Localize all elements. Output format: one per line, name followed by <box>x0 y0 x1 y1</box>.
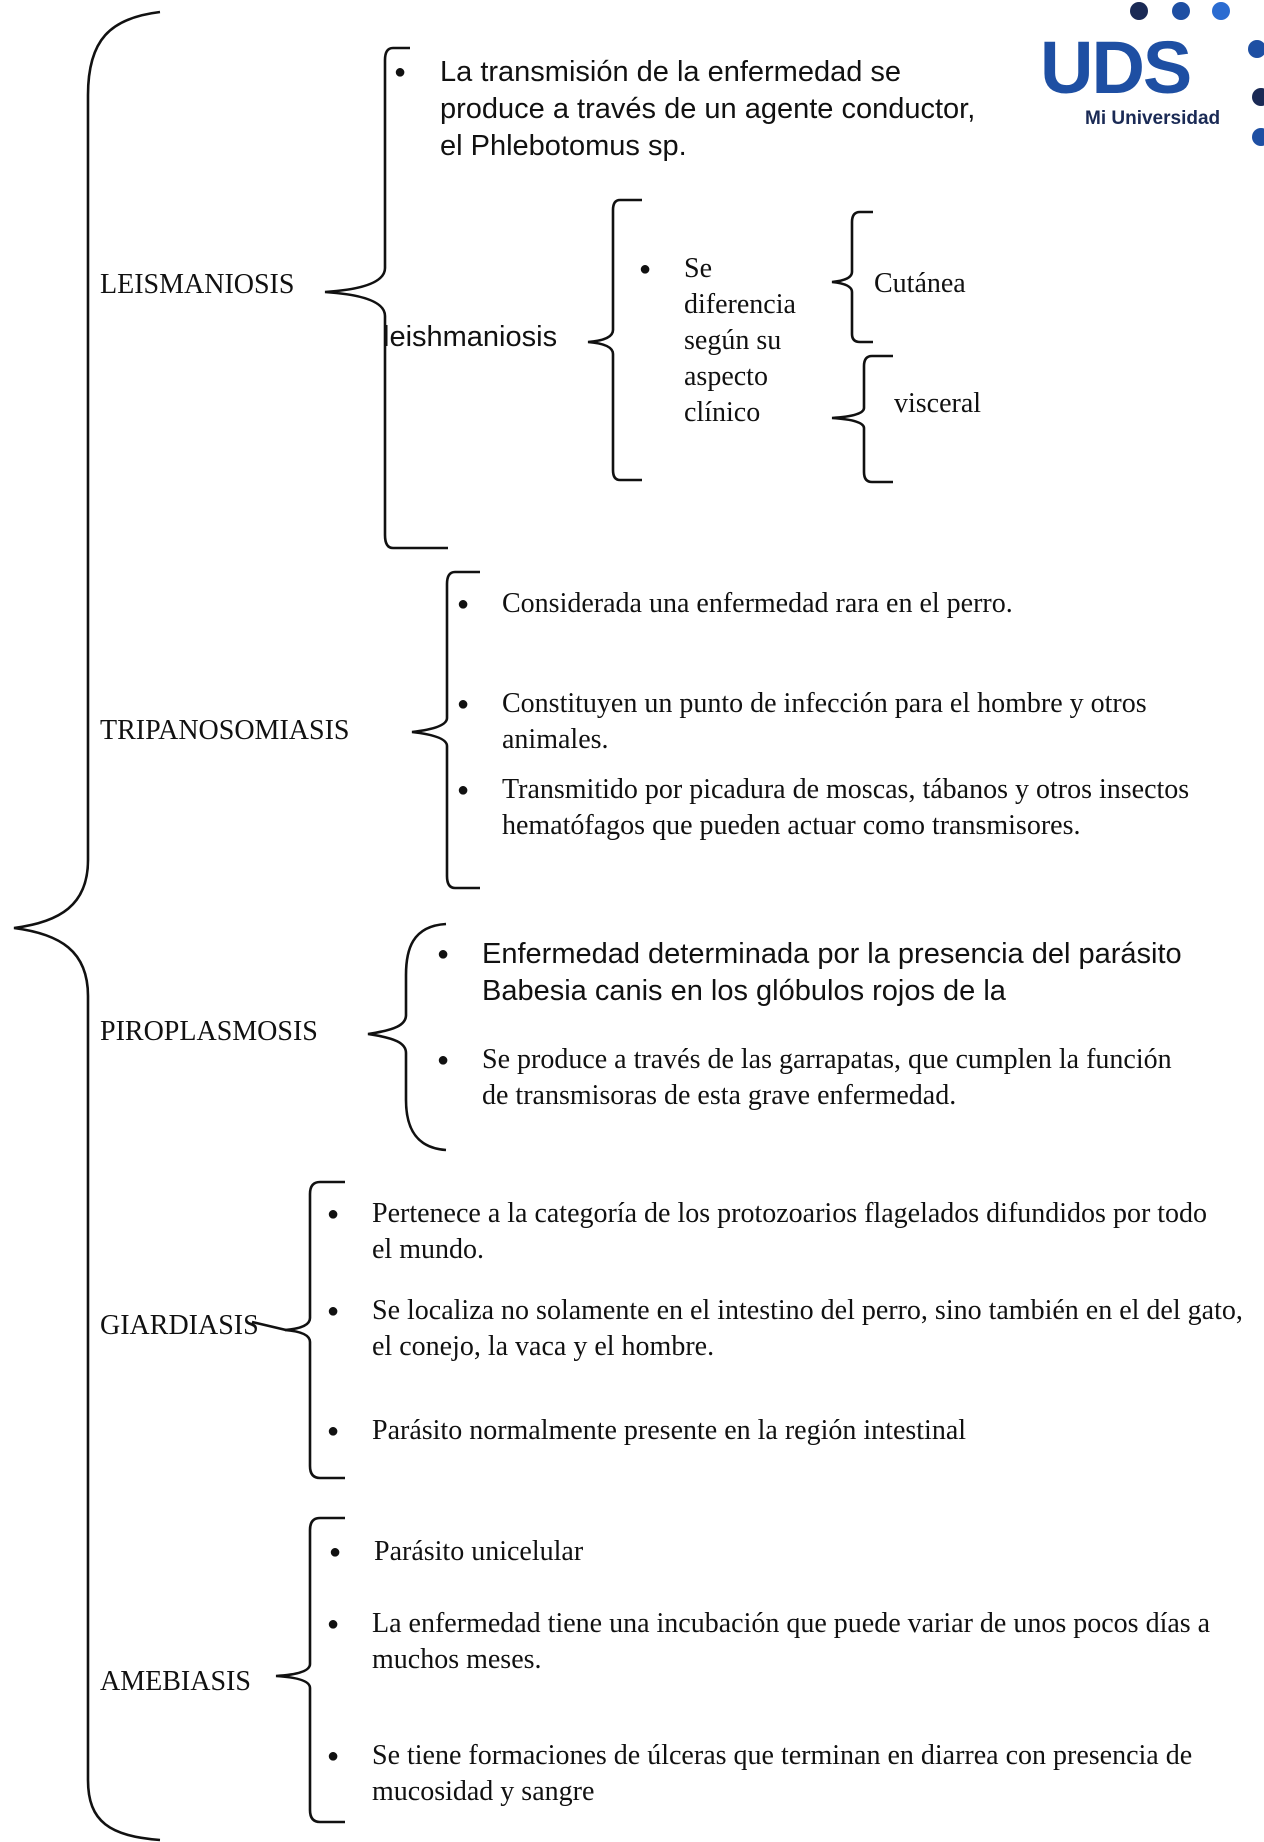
bullet-text: Se produce a través de las garrapatas, q… <box>482 1044 1172 1111</box>
piroplasmosis-heading: PIROPLASMOSIS <box>100 1016 318 1047</box>
tripanosomiasis-heading: TRIPANOSOMIASIS <box>100 715 350 746</box>
bullet-text: La enfermedad tiene una incubación que p… <box>372 1608 1211 1675</box>
tripanosomiasis-item-3: ● Transmitido por picadura de moscas, tá… <box>457 772 1202 844</box>
leismaniosis-brace <box>324 46 448 550</box>
bullet-text: Se tiene formaciones de úlceras que term… <box>372 1740 1193 1807</box>
piroplasmosis-brace <box>367 922 447 1152</box>
giardiasis-heading: GIARDIASIS <box>100 1310 259 1341</box>
logo-tagline: Mi Universidad <box>1085 108 1221 129</box>
bullet-text: Pertenece a la categoría de los protozoa… <box>372 1198 1208 1265</box>
main-brace <box>13 10 161 1842</box>
uds-logo: UDS Mi Universidad <box>1030 0 1264 150</box>
giardiasis-item-1: ● Pertenece a la categoría de los protoz… <box>327 1196 1232 1268</box>
bullet-text: Se diferencia según su aspecto clínico <box>684 253 796 428</box>
bullet-text: Parásito normalmente presente en la regi… <box>372 1415 967 1446</box>
leishmaniosis-sub-brace <box>587 198 642 482</box>
logo-text: UDS <box>1040 26 1192 109</box>
leismaniosis-bullet: ● La transmisión de la enfermedad se pro… <box>394 54 1000 165</box>
amebiasis-heading: AMEBIASIS <box>100 1666 251 1697</box>
amebiasis-brace <box>275 1516 345 1824</box>
bullet-text: La transmisión de la enfermedad se produ… <box>440 56 976 162</box>
leishmaniosis-subheading: leishmaniosis <box>383 321 558 353</box>
amebiasis-item-1: ● Parásito unicelular <box>329 1534 1234 1570</box>
piroplasmosis-item-2: ● Se produce a través de las garrapatas,… <box>437 1042 1202 1114</box>
tripanosomiasis-item-2: ● Constituyen un punto de infección para… <box>457 686 1242 758</box>
leismaniosis-heading: LEISMANIOSIS <box>100 269 295 300</box>
bullet-text: Se localiza no solamente en el intestino… <box>372 1295 1243 1362</box>
type-cutanea: Cutánea <box>874 268 966 299</box>
bullet-text: Parásito unicelular <box>374 1536 584 1567</box>
visceral-brace <box>831 354 893 484</box>
piroplasmosis-item-1: ● Enfermedad determinada por la presenci… <box>437 936 1222 1010</box>
tripanosomiasis-item-1: ● Considerada una enfermedad rara en el … <box>457 586 1242 622</box>
leishmaniosis-sub-bullet: ● Se diferencia según su aspecto clínico <box>639 251 824 431</box>
cutanea-brace <box>831 210 873 344</box>
bullet-text: Considerada una enfermedad rara en el pe… <box>502 588 1013 619</box>
amebiasis-item-2: ● La enfermedad tiene una incubación que… <box>327 1606 1252 1678</box>
tripanosomiasis-brace <box>411 570 480 890</box>
amebiasis-item-3: ● Se tiene formaciones de úlceras que te… <box>327 1738 1212 1810</box>
bullet-text: Transmitido por picadura de moscas, tába… <box>502 774 1190 841</box>
giardiasis-item-3: ● Parásito normalmente presente en la re… <box>327 1413 1232 1449</box>
giardiasis-connector <box>251 1320 287 1332</box>
type-visceral: visceral <box>894 388 982 419</box>
bullet-text: Enfermedad determinada por la presencia … <box>482 938 1182 1007</box>
bullet-text: Constituyen un punto de infección para e… <box>502 688 1147 755</box>
giardiasis-item-2: ● Se localiza no solamente en el intesti… <box>327 1293 1252 1365</box>
